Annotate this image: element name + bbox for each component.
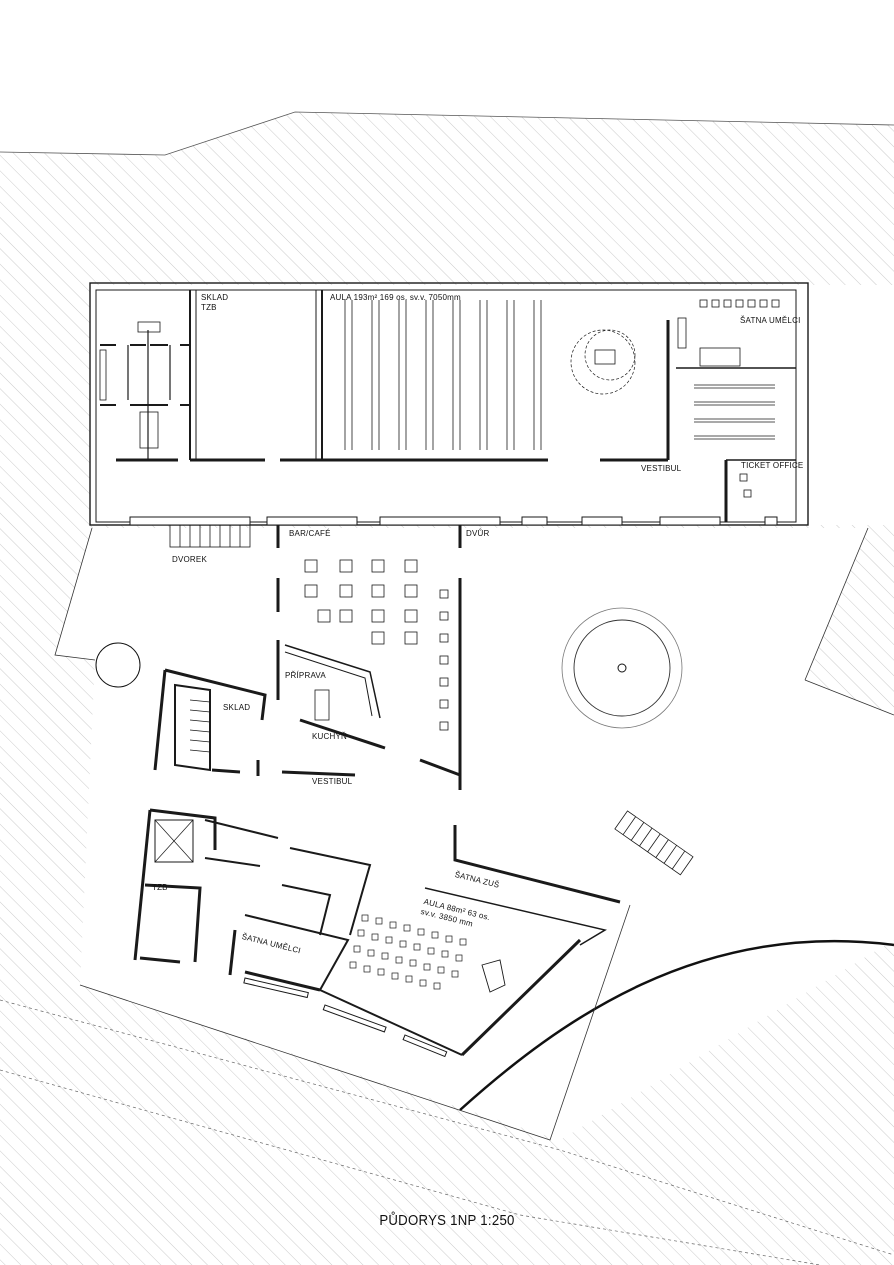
label-vestibul-bottom: VESTIBUL [312, 777, 353, 786]
label-vestibul-top: VESTIBUL [641, 464, 682, 473]
label-sklad: SKLAD [201, 293, 229, 302]
label-sklad-small: SKLAD [223, 703, 251, 712]
label-satna-umelci-top: ŠATNA UMĚLCI [740, 316, 801, 325]
label-ticket-office: TICKET OFFICE [741, 461, 804, 470]
label-kuchyn: KUCHYŇ [312, 732, 347, 741]
label-dvur: DVŮR [466, 529, 490, 538]
label-bar-cafe: BAR/CAFÉ [289, 529, 331, 538]
label-aula-main: AULA 193m² 169 os. sv.v. 7050mm [330, 293, 461, 302]
site-area [90, 285, 808, 525]
label-tzb: TZB [201, 303, 217, 312]
courtyard-area [55, 528, 894, 1140]
road-curve [459, 939, 894, 1111]
label-dvorek: DVOREK [172, 555, 207, 564]
label-tzb-bottom: TZB [152, 883, 168, 892]
drawing-title: PŮDORYS 1NP 1:250 [379, 1212, 515, 1229]
label-priprava: PŘÍPRAVA [285, 671, 326, 680]
